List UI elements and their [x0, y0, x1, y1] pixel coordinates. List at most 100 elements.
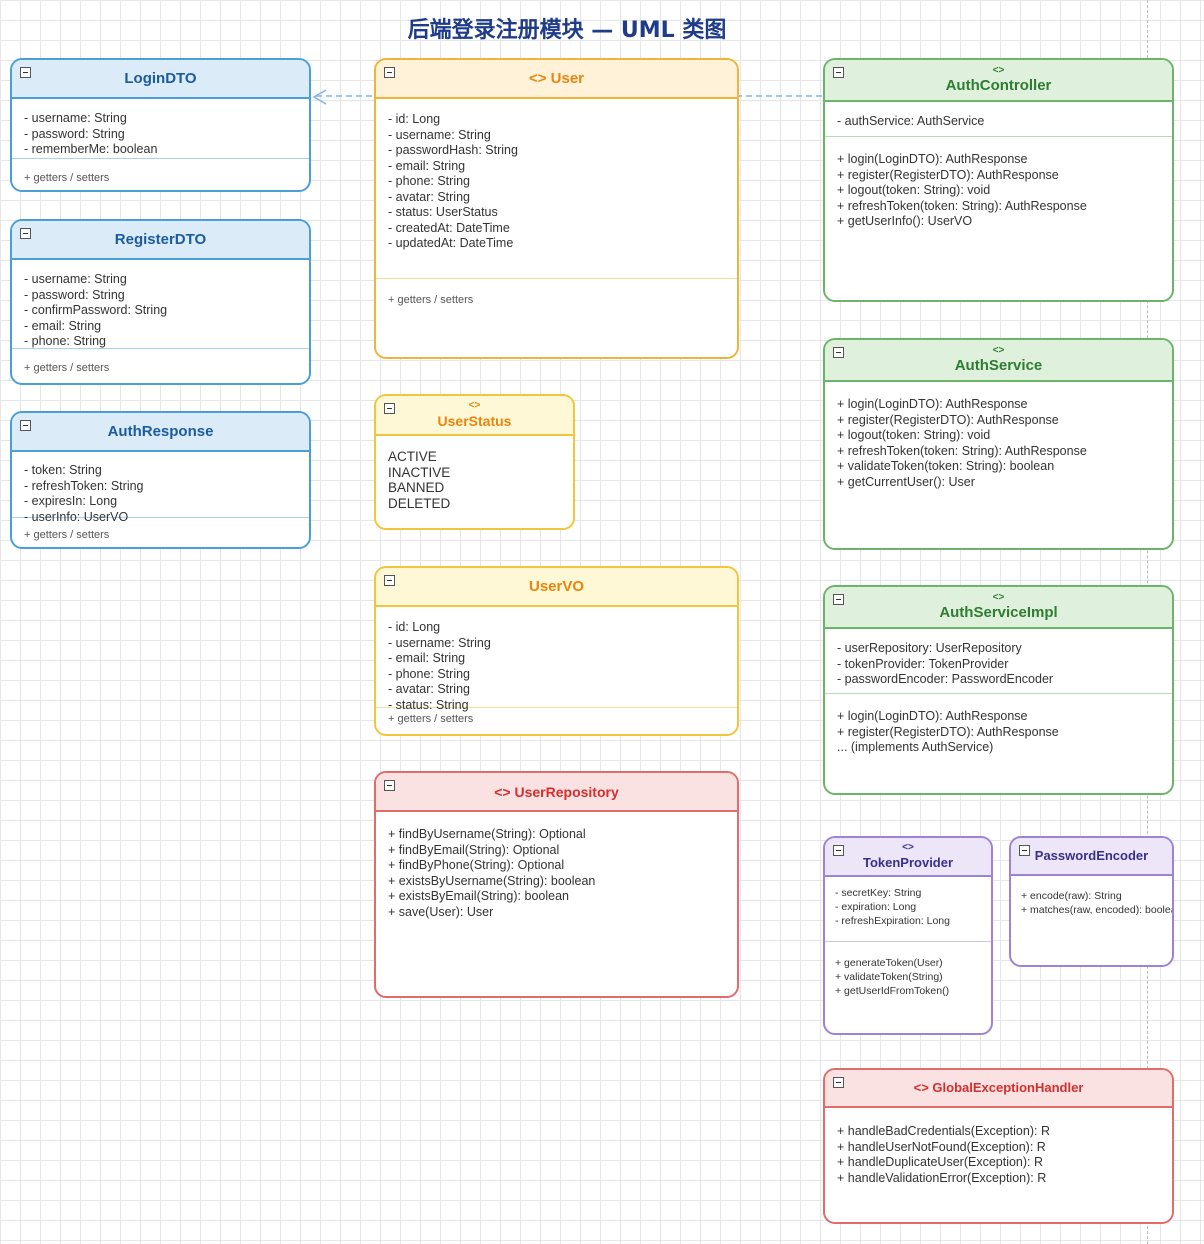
- enum-userstatus[interactable]: <> UserStatus ACTIVE INACTIVE BANNED DEL…: [374, 394, 575, 530]
- collapse-icon[interactable]: [384, 67, 395, 78]
- field: - username: String: [388, 635, 491, 650]
- field: - userInfo: UserVO: [24, 509, 129, 524]
- collapse-icon[interactable]: [833, 347, 844, 358]
- class-header: <> User: [376, 60, 737, 99]
- section-divider: [825, 941, 991, 942]
- arrowhead-icon: [312, 89, 327, 105]
- method: + validateToken(token: String): boolean: [837, 459, 1055, 473]
- stereotype-label: <>: [992, 592, 1005, 603]
- collapse-icon[interactable]: [833, 1077, 844, 1088]
- class-header: LoginDTO: [12, 60, 309, 99]
- method: + register(RegisterDTO): AuthResponse: [837, 412, 1059, 427]
- enum-values-section: ACTIVE INACTIVE BANNED DELETED: [376, 436, 573, 515]
- class-name: AuthServiceImpl: [939, 604, 1058, 621]
- section-divider: [12, 517, 309, 518]
- interface-userrepository[interactable]: <> UserRepository + findByUsername(Strin…: [374, 771, 739, 998]
- class-uservo[interactable]: UserVO - id: Long - username: String - e…: [374, 566, 739, 736]
- class-header: <> GlobalExceptionHandler: [825, 1070, 1172, 1108]
- methods-section: + encode(raw): String + matches(raw, enc…: [1011, 876, 1172, 917]
- field: - phone: String: [24, 334, 106, 348]
- collapse-icon[interactable]: [384, 780, 395, 791]
- field: - username: String: [388, 127, 491, 142]
- field: - status: String: [388, 697, 469, 712]
- field: - rememberMe: boolean: [24, 142, 158, 156]
- class-header: PasswordEncoder: [1011, 838, 1172, 876]
- field: - avatar: String: [388, 189, 470, 204]
- collapse-icon[interactable]: [833, 594, 844, 605]
- method: + login(LoginDTO): AuthResponse: [837, 152, 1028, 166]
- field: - secretKey: String: [835, 887, 922, 899]
- method: + getUserIdFromToken(): [835, 985, 950, 997]
- field: - phone: String: [388, 666, 470, 681]
- method: + refreshToken(token: String): AuthRespo…: [837, 443, 1087, 458]
- methods-section: + login(LoginDTO): AuthResponse + regist…: [825, 694, 1172, 760]
- class-authresponse[interactable]: AuthResponse - token: String - refreshTo…: [10, 411, 311, 549]
- field: - phone: String: [388, 174, 470, 188]
- field: - status: UserStatus: [388, 205, 498, 219]
- method: + encode(raw): String: [1021, 890, 1122, 902]
- method: + getCurrentUser(): User: [837, 474, 975, 489]
- method: + matches(raw, encoded): boolean: [1021, 904, 1174, 916]
- class-name: AuthController: [945, 77, 1052, 94]
- field: - createdAt: DateTime: [388, 220, 510, 235]
- field: - passwordHash: String: [388, 143, 518, 157]
- collapse-icon[interactable]: [384, 403, 395, 414]
- section-divider: [825, 136, 1172, 137]
- method: + logout(token: String): void: [837, 428, 991, 442]
- enum-value: INACTIVE: [388, 464, 451, 480]
- field: - username: String: [24, 272, 127, 286]
- field: - refreshExpiration: Long: [835, 915, 950, 927]
- class-tokenprovider[interactable]: <> TokenProvider - secretKey: String - e…: [823, 836, 993, 1035]
- methods-section: + login(LoginDTO): AuthResponse + regist…: [825, 382, 1172, 494]
- field: - token: String: [24, 463, 102, 477]
- class-registerdto[interactable]: RegisterDTO - username: String - passwor…: [10, 219, 311, 385]
- methods-section: + generateToken(User) + validateToken(St…: [825, 942, 991, 998]
- class-name: <> GlobalExceptionHandler: [913, 1080, 1084, 1095]
- method: + logout(token: String): void: [837, 183, 991, 197]
- method: + handleBadCredentials(Exception): R: [837, 1124, 1050, 1138]
- field: - userRepository: UserRepository: [837, 641, 1022, 655]
- methods-section: + getters / setters: [12, 349, 309, 381]
- field: - authService: AuthService: [837, 114, 985, 128]
- collapse-icon[interactable]: [384, 575, 395, 586]
- fields-section: - username: String - password: String - …: [12, 99, 309, 158]
- collapse-icon[interactable]: [20, 228, 31, 239]
- fields-section: - token: String - refreshToken: String -…: [12, 452, 309, 524]
- methods-section: + getters / setters: [376, 708, 737, 732]
- fields-section: - userRepository: UserRepository - token…: [825, 629, 1172, 693]
- stereotype-label: <>: [902, 841, 914, 853]
- class-authserviceimpl[interactable]: <> AuthServiceImpl - userRepository: Use…: [823, 585, 1174, 795]
- class-header: <> AuthController: [825, 60, 1172, 102]
- class-header: <> AuthService: [825, 340, 1172, 382]
- method: + existsByUsername(String): boolean: [388, 873, 596, 888]
- class-logindto[interactable]: LoginDTO - username: String - password: …: [10, 58, 311, 192]
- interface-authservice[interactable]: <> AuthService + login(LoginDTO): AuthRe…: [823, 338, 1174, 550]
- method: + getters / setters: [24, 362, 110, 374]
- method: ... (implements AuthService): [837, 740, 994, 754]
- method: + login(LoginDTO): AuthResponse: [837, 709, 1028, 723]
- class-user[interactable]: <> User - id: Long - username: String - …: [374, 58, 739, 359]
- class-authcontroller[interactable]: <> AuthController - authService: AuthSer…: [823, 58, 1174, 302]
- class-name: AuthService: [954, 357, 1043, 374]
- methods-section: + getters / setters: [376, 279, 737, 313]
- field: - id: Long: [388, 620, 441, 634]
- fields-section: - authService: AuthService: [825, 102, 1172, 136]
- collapse-icon[interactable]: [1019, 845, 1030, 856]
- section-divider: [12, 158, 309, 159]
- class-name: TokenProvider: [862, 854, 954, 870]
- methods-section: + getters / setters: [12, 518, 309, 547]
- collapse-icon[interactable]: [833, 67, 844, 78]
- class-name: <> UserRepository: [494, 783, 619, 800]
- class-globalexceptionhandler[interactable]: <> GlobalExceptionHandler + handleBadCre…: [823, 1068, 1174, 1224]
- field: - username: String: [24, 111, 127, 125]
- field: - confirmPassword: String: [24, 303, 168, 317]
- collapse-icon[interactable]: [20, 67, 31, 78]
- class-header: <> UserStatus: [376, 396, 573, 436]
- interface-passwordencoder[interactable]: PasswordEncoder + encode(raw): String + …: [1009, 836, 1174, 967]
- fields-section: - id: Long - username: String - email: S…: [376, 607, 737, 712]
- fields-section: - secretKey: String - expiration: Long -…: [825, 877, 991, 941]
- collapse-icon[interactable]: [833, 845, 844, 856]
- collapse-icon[interactable]: [20, 420, 31, 431]
- class-name: <> User: [528, 69, 585, 87]
- fields-section: - id: Long - username: String - password…: [376, 99, 737, 278]
